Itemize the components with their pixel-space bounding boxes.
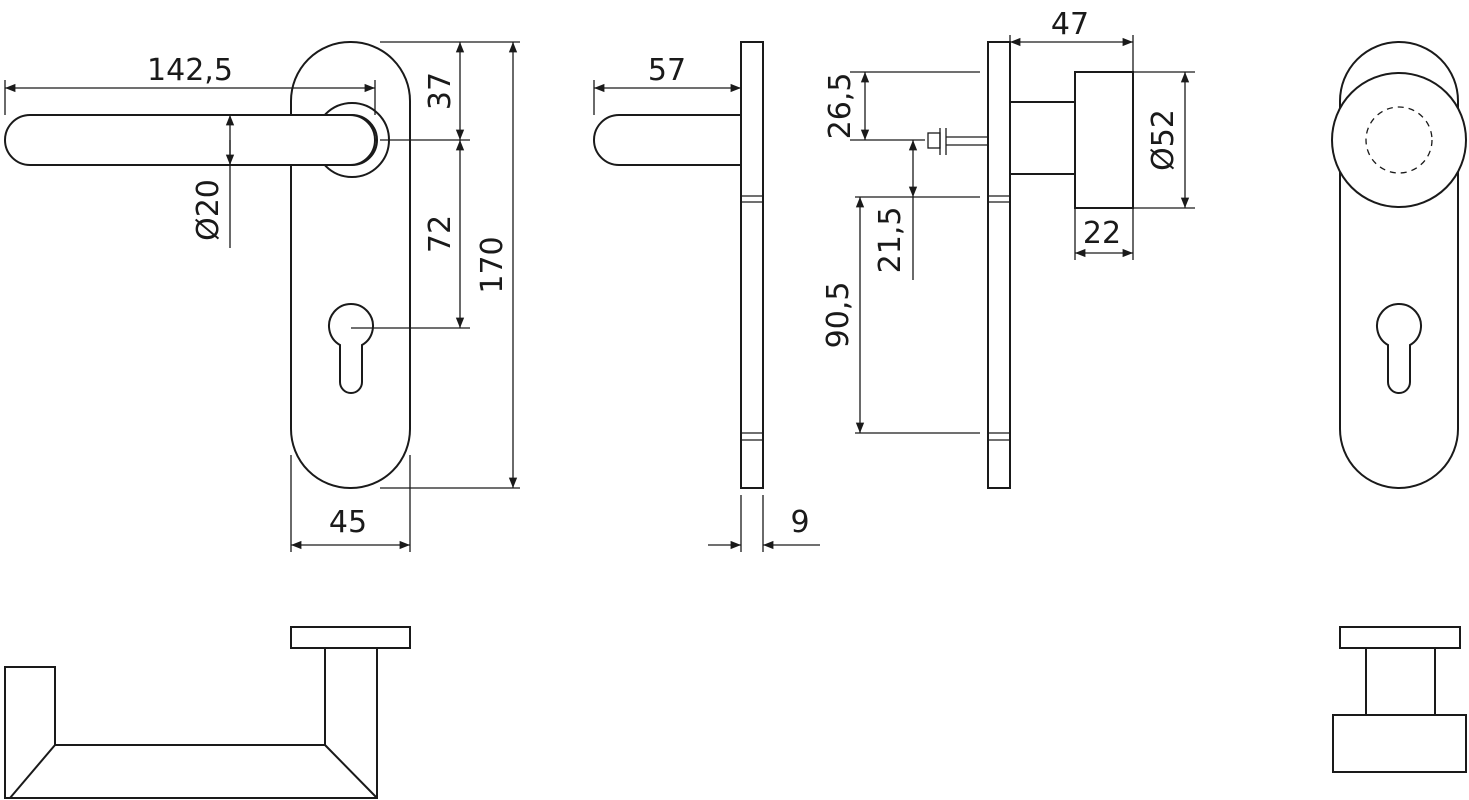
dim-lever-projection: 57 [648,53,686,88]
dim-rose-to-top: 37 [423,72,458,110]
knob-side-plate [987,41,1011,489]
backplate [290,41,411,489]
dim-plate-width: 45 [329,505,367,540]
front-view-lever-handle [4,41,411,489]
lever [4,114,376,166]
dim-pin-offset: 21,5 [873,207,908,274]
dim-plate-height: 170 [475,236,510,293]
front-view-dimensions: 142,5 Ø20 37 72 170 45 [4,41,520,552]
keyhole [328,302,374,394]
dim-fixing-spacing: 90,5 [821,282,856,349]
dim-knob-diameter: Ø52 [1146,109,1181,171]
side-view-knob: 47 26,5 21,5 90,5 Ø52 22 [821,7,1195,489]
knob-keyhole [1376,302,1422,394]
pin [927,132,941,149]
knob-dashed-circle [1365,106,1433,174]
knob-neck [1009,101,1076,175]
dim-knob-projection: 47 [1051,7,1089,42]
side-plate [740,41,764,489]
dim-top-to-pin: 26,5 [823,73,858,140]
front-view-knob [1331,41,1467,489]
dim-spindle-keyhole: 72 [423,215,458,253]
dim-plate-thickness: 9 [790,505,809,540]
top-view-lever [4,626,411,799]
knob-circle [1331,72,1467,208]
dim-knob-depth: 22 [1083,216,1121,251]
dim-lever-length: 142,5 [147,53,233,88]
side-view-lever: 57 9 [593,41,820,552]
knob-body [1074,71,1134,209]
side-lever [593,114,741,166]
top-view-knob [1332,626,1467,773]
knob-backplate [1339,41,1459,489]
dim-lever-diameter: Ø20 [191,179,226,241]
